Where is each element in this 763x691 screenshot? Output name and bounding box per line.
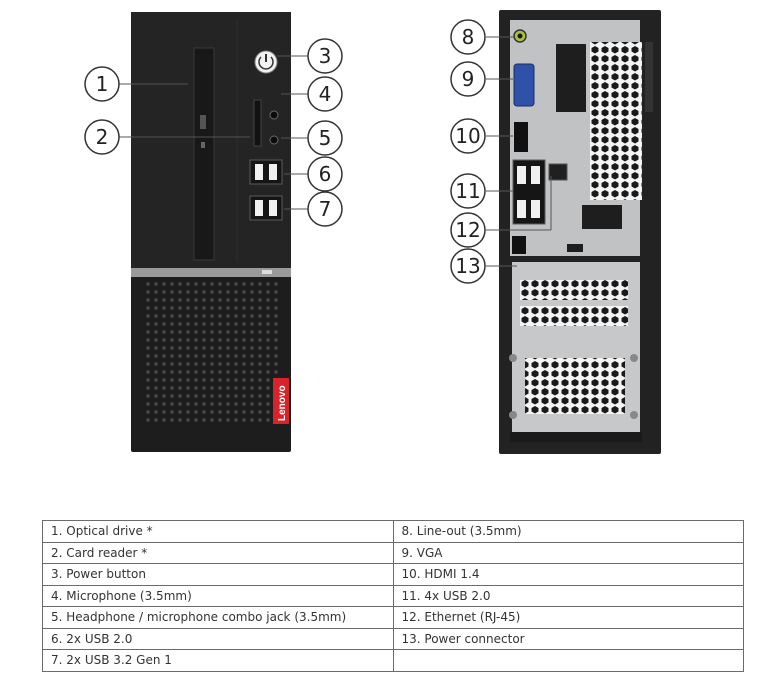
vga-port (513, 63, 535, 107)
front-grille (144, 282, 282, 424)
table-row: 5. Headphone / microphone combo jack (3.… (42, 606, 744, 629)
ethernet-port (548, 163, 568, 181)
callout-8: 8 (450, 19, 486, 55)
table-cell: 10. HDMI 1.4 (392, 563, 744, 586)
brand-badge (273, 378, 289, 424)
callout-7: 7 (307, 191, 343, 227)
svg-text:9: 9 (462, 67, 475, 91)
table-row: 6. 2x USB 2.0 13. Power connector (42, 627, 744, 650)
callout-9: 9 (450, 61, 486, 97)
svg-text:11: 11 (455, 179, 480, 203)
table-cell: 12. Ethernet (RJ-45) (392, 606, 744, 629)
callout-12: 12 (450, 212, 486, 248)
hdmi-port (514, 122, 528, 152)
svg-text:12: 12 (455, 218, 480, 242)
svg-text:13: 13 (455, 254, 480, 278)
rear-view (499, 10, 661, 454)
callout-6: 6 (307, 156, 343, 192)
table-cell: 11. 4x USB 2.0 (392, 584, 744, 607)
callout-10: 10 (450, 118, 486, 154)
table-row: 1. Optical drive * 8. Line-out (3.5mm) (42, 520, 744, 543)
front-usb-3-ports (249, 195, 283, 221)
table-cell: 2. Card reader * (42, 541, 394, 564)
microphone-jack (269, 110, 279, 120)
optical-drive-bay (193, 47, 215, 261)
callout-5: 5 (307, 120, 343, 156)
front-usb-2-ports (249, 159, 283, 185)
callout-1: 1 (84, 66, 120, 102)
table-cell: 8. Line-out (3.5mm) (392, 520, 744, 543)
table-cell: 4. Microphone (3.5mm) (42, 584, 394, 607)
front-view: Lenovo (131, 12, 291, 452)
svg-text:2: 2 (96, 125, 109, 149)
callout-4: 4 (307, 76, 343, 112)
psu-vent (590, 42, 642, 200)
svg-text:7: 7 (319, 197, 332, 221)
table-cell: 5. Headphone / microphone combo jack (3.… (42, 606, 394, 629)
callout-2: 2 (84, 119, 120, 155)
brand-logo-text: Lenovo (277, 385, 288, 421)
callout-13: 13 (450, 248, 486, 284)
product-illustration: Lenovo (84, 10, 661, 454)
svg-text:6: 6 (319, 162, 332, 186)
table-cell: 1. Optical drive * (42, 520, 394, 543)
table-row: 3. Power button 10. HDMI 1.4 (42, 563, 744, 586)
svg-text:8: 8 (462, 25, 475, 49)
card-reader-slot (253, 99, 262, 147)
ports-legend-table: 1. Optical drive * 8. Line-out (3.5mm) 2… (42, 520, 744, 672)
svg-text:4: 4 (319, 82, 332, 106)
power-connector (512, 236, 526, 254)
table-row: 2. Card reader * 9. VGA (42, 541, 744, 564)
table-cell: 6. 2x USB 2.0 (42, 627, 394, 650)
drive-eject-button (200, 115, 206, 129)
callout-3: 3 (307, 38, 343, 74)
front-silver-strip (131, 268, 291, 277)
table-row: 7. 2x USB 3.2 Gen 1 (42, 649, 744, 672)
table-cell (392, 649, 744, 672)
table-cell: 9. VGA (392, 541, 744, 564)
callouts: 1 2 3 4 5 6 7 8 (84, 19, 486, 284)
leader-lines (119, 36, 552, 267)
svg-text:10: 10 (455, 124, 480, 148)
svg-text:1: 1 (96, 72, 109, 96)
svg-text:3: 3 (319, 44, 332, 68)
table-cell: 7. 2x USB 3.2 Gen 1 (42, 649, 394, 672)
callout-11: 11 (450, 173, 486, 209)
table-cell: 13. Power connector (392, 627, 744, 650)
table-cell: 3. Power button (42, 563, 394, 586)
headphone-jack (269, 135, 279, 145)
table-row: 4. Microphone (3.5mm) 11. 4x USB 2.0 (42, 584, 744, 607)
svg-text:5: 5 (319, 126, 332, 150)
